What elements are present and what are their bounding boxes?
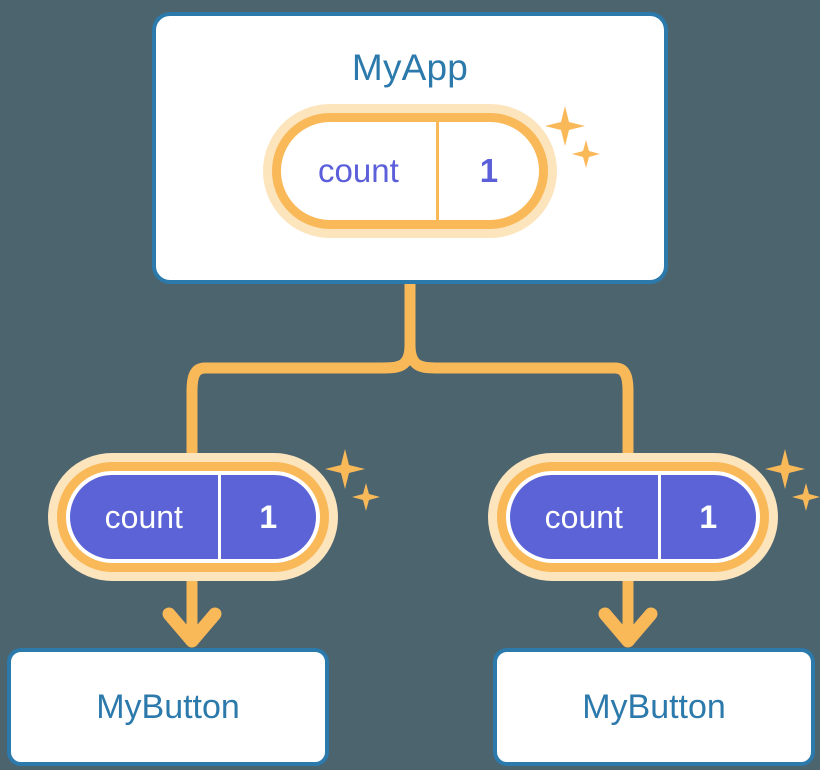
child-state-key-left: count [104,498,183,535]
child-state-pill-left[interactable]: count 1 [48,453,338,581]
node-mybutton-title-right: MyButton [582,688,726,726]
wire-arrow-right-head [598,607,658,648]
child-state-value-left: 1 [217,475,316,559]
node-myapp-title: MyApp [351,47,469,88]
node-mybutton-card-left[interactable]: MyButton [7,648,329,766]
parent-state-pill[interactable]: count 1 [263,104,557,238]
node-mybutton-title-left: MyButton [96,688,240,726]
child-state-pill-wrap-right: count 1 [488,453,778,581]
wire-branch-right [404,339,634,468]
child-state-pill-right[interactable]: count 1 [488,453,778,581]
parent-state-pill-wrap: count 1 [263,104,557,238]
node-mybutton-card-right[interactable]: MyButton [493,648,815,766]
child-state-pill-wrap-left: count 1 [48,453,338,581]
child-state-value-right: 1 [657,475,756,559]
parent-state-value: 1 [435,122,539,220]
wire-branch-left [186,339,416,468]
child-state-key-right: count [544,498,623,535]
wire-arrow-left-head [162,607,222,648]
parent-state-key: count [318,152,399,189]
